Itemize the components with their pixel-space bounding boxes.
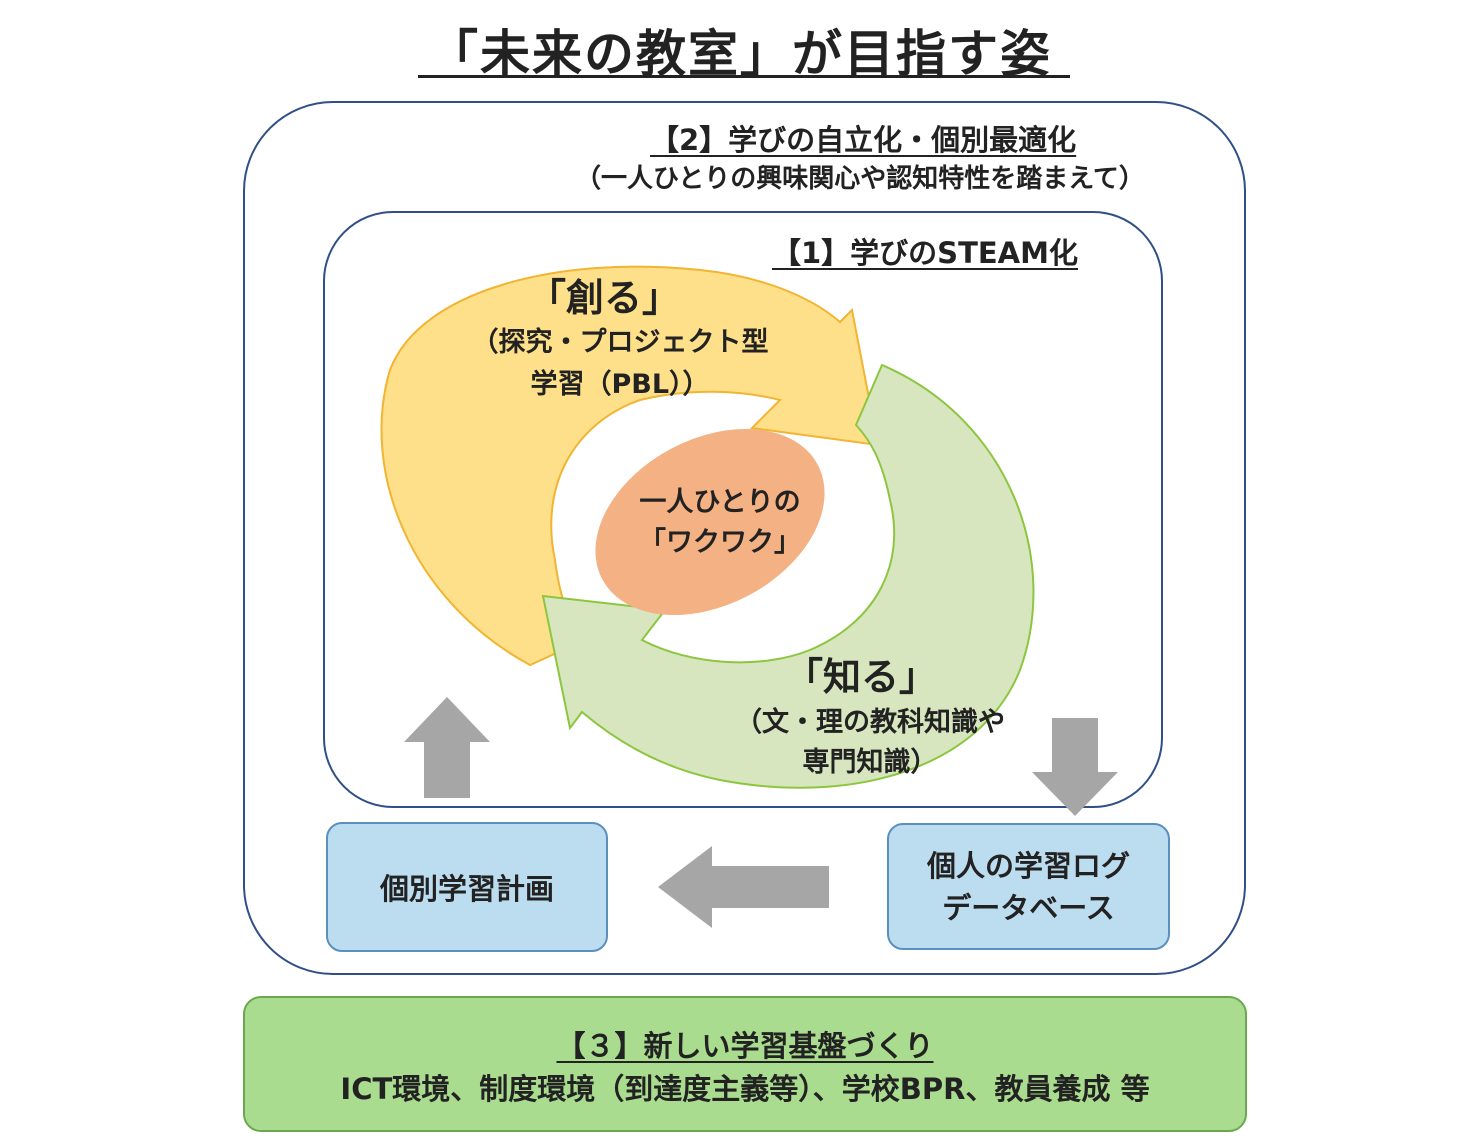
arrow-up-icon: [404, 697, 490, 798]
log-box-line1: 個人の学習ログ: [926, 848, 1130, 883]
foundation-text: ICT環境、制度環境（到達度主義等）、学校BPR、教員養成 等: [340, 1072, 1150, 1106]
individual-learning-plan-box: 個別学習計画: [326, 822, 608, 952]
inner-frame-steam: [323, 211, 1163, 808]
plan-box-label: 個別学習計画: [379, 872, 554, 906]
know-description-line1: （文・理の教科知識や: [735, 707, 1005, 738]
outer-frame-individualization: [243, 101, 1246, 975]
know-description-line2: 専門知識）: [802, 747, 938, 778]
know-cycle-arrow: [541, 363, 1035, 789]
arrow-left-icon: [658, 846, 829, 928]
title-underline: [418, 75, 1070, 78]
learning-log-database-box: 個人の学習ログ データベース: [887, 823, 1170, 950]
center-label-line2: 「ワクワク」: [639, 527, 801, 558]
wakuwaku-oval: [595, 428, 825, 616]
log-box-line2: データベース: [942, 890, 1115, 925]
create-description-line1: （探究・プロジェクト型: [471, 327, 769, 358]
outer-heading: 【2】学びの自立化・個別最適化: [650, 123, 1077, 157]
inner-heading: 【1】学びのSTEAM化: [772, 236, 1078, 270]
center-label-line1: 一人ひとりの: [639, 487, 801, 518]
foundation-heading: 【３】新しい学習基盤づくり: [556, 1029, 934, 1063]
page-title: 「未来の教室」が目指す姿: [428, 25, 1052, 83]
create-cycle-arrow: [380, 265, 880, 667]
arrow-down-icon: [1032, 718, 1118, 816]
know-label: 「知る」: [785, 655, 938, 699]
outer-subheading: （一人ひとりの興味関心や認知特性を踏まえて）: [575, 164, 1145, 194]
create-label: 「創る」: [528, 276, 681, 320]
create-description-line2: 学習（PBL））: [530, 369, 710, 400]
learning-foundation-box: [243, 996, 1247, 1132]
